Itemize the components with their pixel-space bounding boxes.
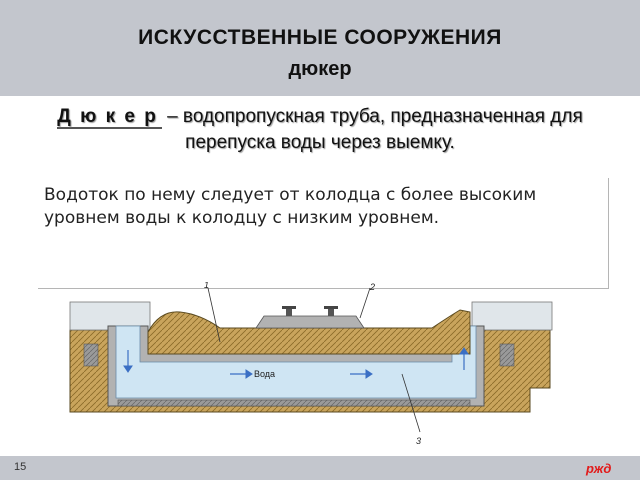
callout-2: 2 xyxy=(369,282,375,292)
track-bed xyxy=(255,315,365,329)
flow-arrows xyxy=(123,347,469,379)
definition-term: Д ю к е р xyxy=(57,106,162,129)
definition-body: – водопропускная труба, предназначенная … xyxy=(161,106,583,153)
soil-embankment xyxy=(147,309,471,355)
slide-subtitle: дюкер xyxy=(288,58,352,80)
popup-text: Водоток по нему следует от колодца с бол… xyxy=(44,185,537,228)
definition-text: Д ю к е р – водопропускная труба, предна… xyxy=(40,104,600,156)
rzd-logo: ржд xyxy=(585,461,611,476)
water-label: Вода xyxy=(254,369,275,379)
slide-footer: 15 ржд xyxy=(0,456,640,480)
page-number: 15 xyxy=(14,461,27,473)
slide-header: ИСКУССТВЕННЫЕ СООРУЖЕНИЯ дюкер xyxy=(0,0,640,96)
callout-1: 1 xyxy=(204,282,209,290)
svg-text:ржд: ржд xyxy=(585,461,611,476)
culvert-diagram: Вода 1 2 3 xyxy=(69,282,553,446)
info-popup: Водоток по нему следует от колодца с бол… xyxy=(38,178,609,289)
slide-title: ИСКУССТВЕННЫЕ СООРУЖЕНИЯ xyxy=(138,26,502,49)
callout-3: 3 xyxy=(416,436,421,446)
